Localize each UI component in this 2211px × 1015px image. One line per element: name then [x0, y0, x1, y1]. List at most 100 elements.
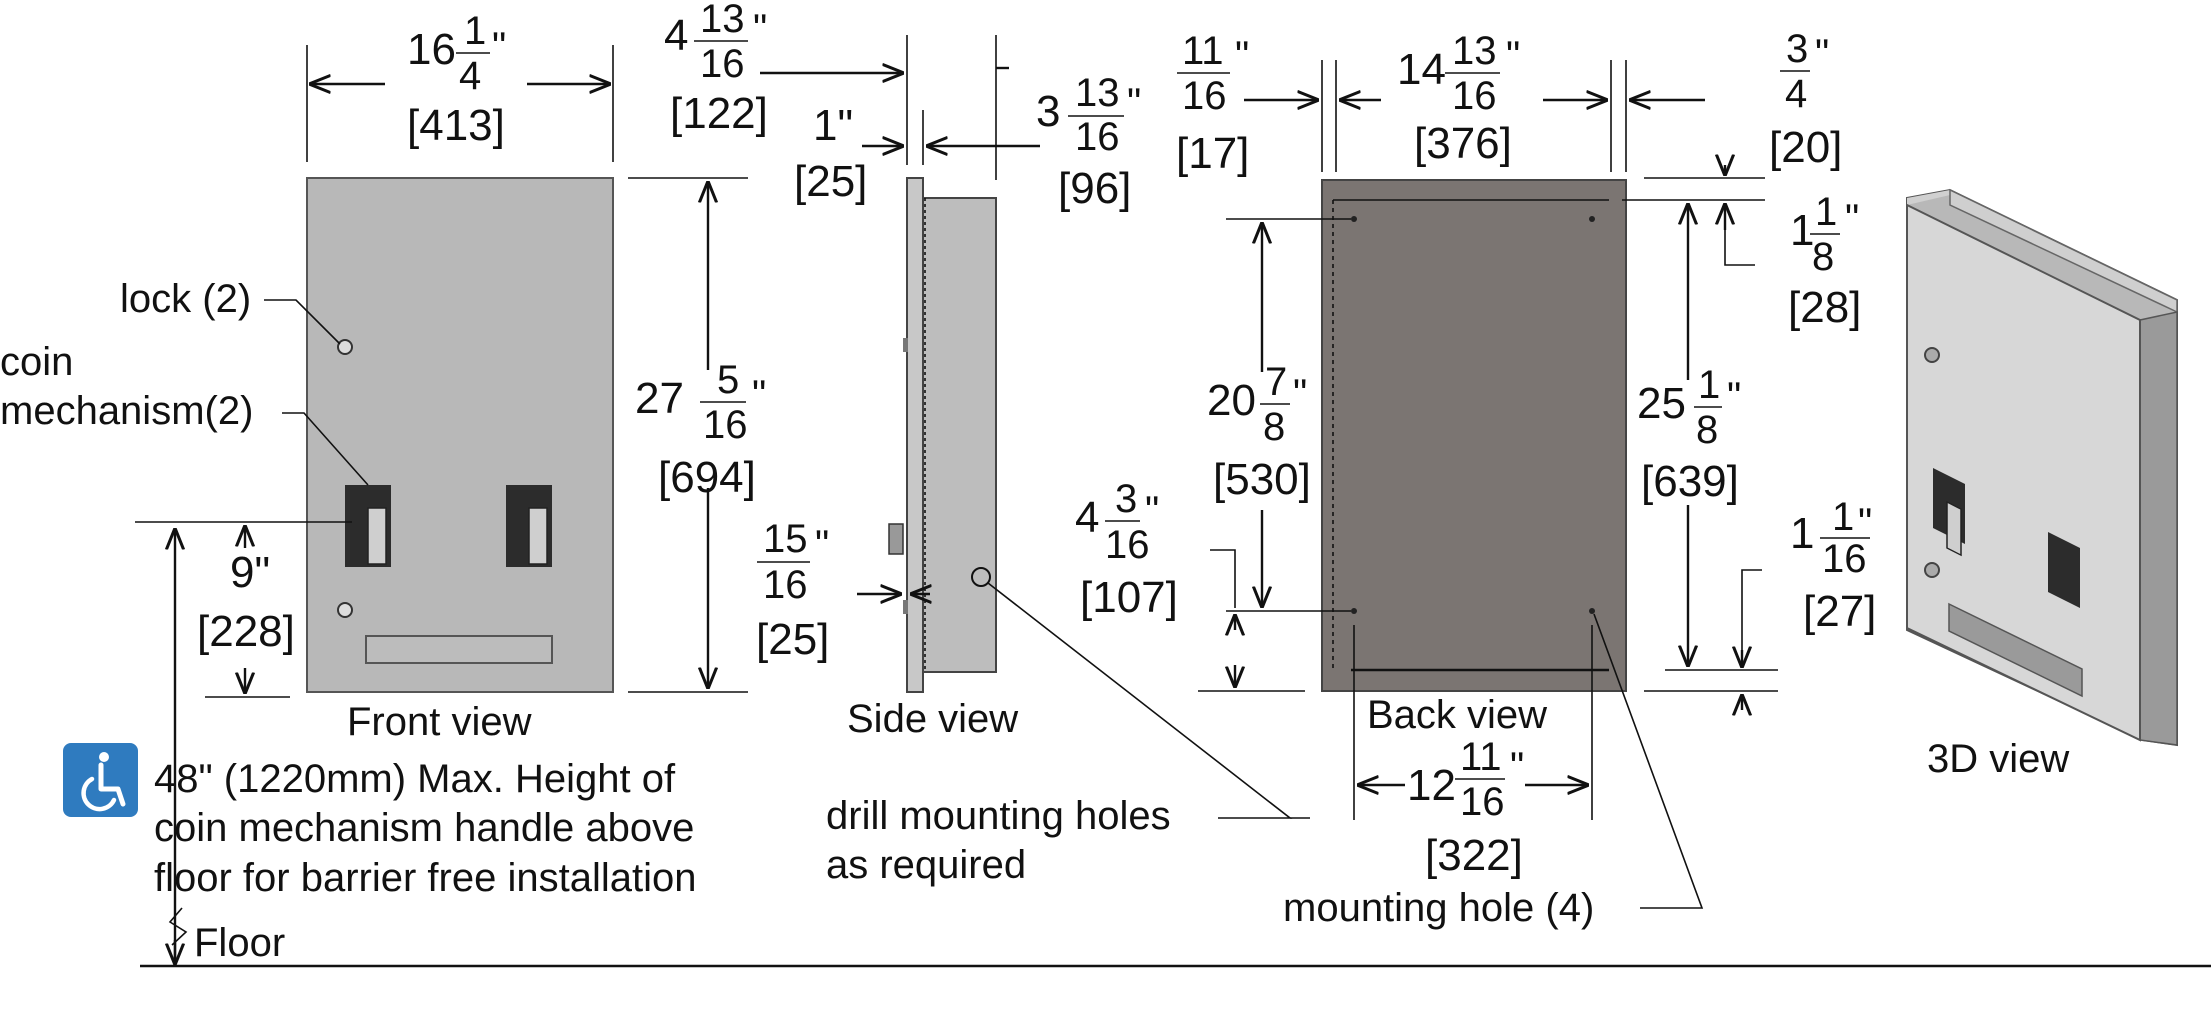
svg-text:": "	[1235, 34, 1249, 78]
svg-text:": "	[1293, 372, 1307, 416]
svg-text:[376]: [376]	[1414, 119, 1512, 168]
svg-text:[25]: [25]	[756, 615, 829, 664]
svg-text:": "	[753, 7, 767, 51]
svg-text:8: 8	[1263, 405, 1285, 449]
svg-text:3: 3	[1786, 27, 1808, 71]
mounting-hole	[1589, 608, 1595, 614]
dim-back-left: 11 16 " [17]	[1176, 29, 1381, 178]
svg-text:[20]: [20]	[1769, 123, 1842, 172]
lock-icon	[337, 339, 353, 355]
svg-text:9": 9"	[230, 548, 270, 597]
svg-text:[96]: [96]	[1058, 164, 1131, 213]
wheelchair-icon	[63, 743, 138, 817]
side-view-label: Side view	[847, 697, 1018, 741]
svg-text:[639]: [639]	[1641, 457, 1739, 506]
drill-hole-marker	[971, 567, 991, 587]
mounting-hole	[1351, 216, 1357, 222]
svg-text:": "	[1845, 197, 1859, 241]
dim-bottom-right: 1 1 16 " [27]	[1644, 495, 1876, 710]
svg-text:1": 1"	[813, 101, 853, 150]
svg-text:[530]: [530]	[1213, 455, 1311, 504]
view-3d-label: 3D view	[1927, 737, 2069, 781]
lock-icon	[1924, 562, 1940, 578]
svg-text:[413]: [413]	[407, 101, 505, 150]
svg-text:16: 16	[703, 403, 748, 447]
svg-text:": "	[752, 373, 766, 417]
ada-line2: coin mechanism handle above	[154, 806, 694, 850]
svg-text:[17]: [17]	[1176, 129, 1249, 178]
dim-back-right: 3 4 " [20]	[1769, 27, 1842, 172]
svg-text:": "	[815, 523, 829, 567]
svg-text:16: 16	[407, 25, 456, 74]
dim-height: 27 5 16 " [694]	[628, 177, 766, 693]
mounting-hole	[1351, 608, 1357, 614]
svg-text:[694]: [694]	[658, 453, 756, 502]
front-view-label: Front view	[347, 700, 532, 744]
svg-text:4: 4	[1075, 493, 1099, 542]
view-3d: 3D view	[1906, 188, 2178, 781]
dim-side-small: 15 16 " [25]	[756, 517, 930, 664]
dispenser-slot	[365, 635, 553, 664]
side-view: Side view	[847, 177, 1018, 741]
break-symbol	[168, 907, 188, 946]
svg-text:13: 13	[1075, 71, 1120, 115]
dim-top-hole: 1 1 8 " [28]	[1622, 165, 1861, 332]
svg-text:25: 25	[1637, 379, 1686, 428]
svg-text:[107]: [107]	[1080, 573, 1178, 622]
mounting-hole	[1589, 216, 1595, 222]
svg-text:[228]: [228]	[197, 607, 295, 656]
dim-back-height: 25 1 8 " [639]	[1637, 203, 1778, 671]
floor-label: Floor	[194, 921, 285, 965]
lock-label: lock (2)	[120, 277, 251, 321]
svg-text:16: 16	[1182, 74, 1227, 118]
svg-text:1: 1	[1815, 190, 1837, 234]
drill-label-line2: as required	[826, 843, 1026, 887]
svg-text:1: 1	[1832, 495, 1854, 539]
svg-text:27: 27	[635, 374, 684, 423]
svg-text:[28]: [28]	[1788, 283, 1861, 332]
svg-text:20: 20	[1207, 376, 1256, 425]
svg-text:16: 16	[700, 42, 745, 86]
svg-text:8: 8	[1696, 408, 1718, 452]
front-panel	[306, 177, 614, 693]
svg-text:13: 13	[1452, 29, 1497, 73]
svg-text:11: 11	[1460, 735, 1502, 779]
ada-line1: 48" (1220mm) Max. Height of	[154, 757, 676, 801]
svg-text:": "	[1510, 745, 1524, 789]
svg-text:4: 4	[664, 11, 688, 60]
dim-depth: 3 13 16 " [96]	[1036, 71, 1141, 213]
svg-text:": "	[1127, 81, 1141, 125]
drill-label-line1: drill mounting holes	[826, 794, 1171, 838]
svg-text:12: 12	[1407, 761, 1456, 810]
ada-line3: floor for barrier free installation	[154, 856, 696, 900]
svg-text:14: 14	[1397, 45, 1446, 94]
dim-hole-vertical: 20 7 8 " [530]	[1207, 218, 1351, 612]
svg-text:3: 3	[1036, 87, 1060, 136]
front-view: Front view	[306, 177, 614, 744]
lock-icon	[337, 602, 353, 618]
svg-text:": "	[1815, 32, 1829, 76]
svg-text:16: 16	[1460, 780, 1505, 824]
back-panel	[1321, 179, 1627, 692]
svg-text:16: 16	[1822, 537, 1867, 581]
dim-width: 16 1 4 " [413]	[306, 9, 614, 162]
svg-text:7: 7	[1265, 360, 1287, 404]
coin-label-line2: mechanism(2)	[0, 389, 253, 433]
svg-text:4: 4	[1785, 72, 1807, 116]
svg-text:": "	[1858, 501, 1872, 545]
svg-text:1: 1	[1790, 206, 1814, 255]
svg-text:16: 16	[1075, 115, 1120, 159]
coin-mechanism-left	[345, 485, 391, 567]
svg-text:16: 16	[763, 563, 808, 607]
svg-text:3: 3	[1115, 477, 1137, 521]
svg-text:": "	[492, 25, 506, 69]
svg-text:": "	[1506, 34, 1520, 78]
back-view-label: Back view	[1367, 693, 1547, 737]
dim-flange-thk: 1" [25]	[794, 35, 1040, 206]
dim-hole-spacing: 12 11 16 " [322]	[1353, 625, 1593, 880]
coin-mechanism-right	[506, 485, 552, 567]
svg-text:5: 5	[717, 358, 739, 402]
dim-hole-bottom: 4 3 16 " [107]	[1075, 477, 1305, 692]
